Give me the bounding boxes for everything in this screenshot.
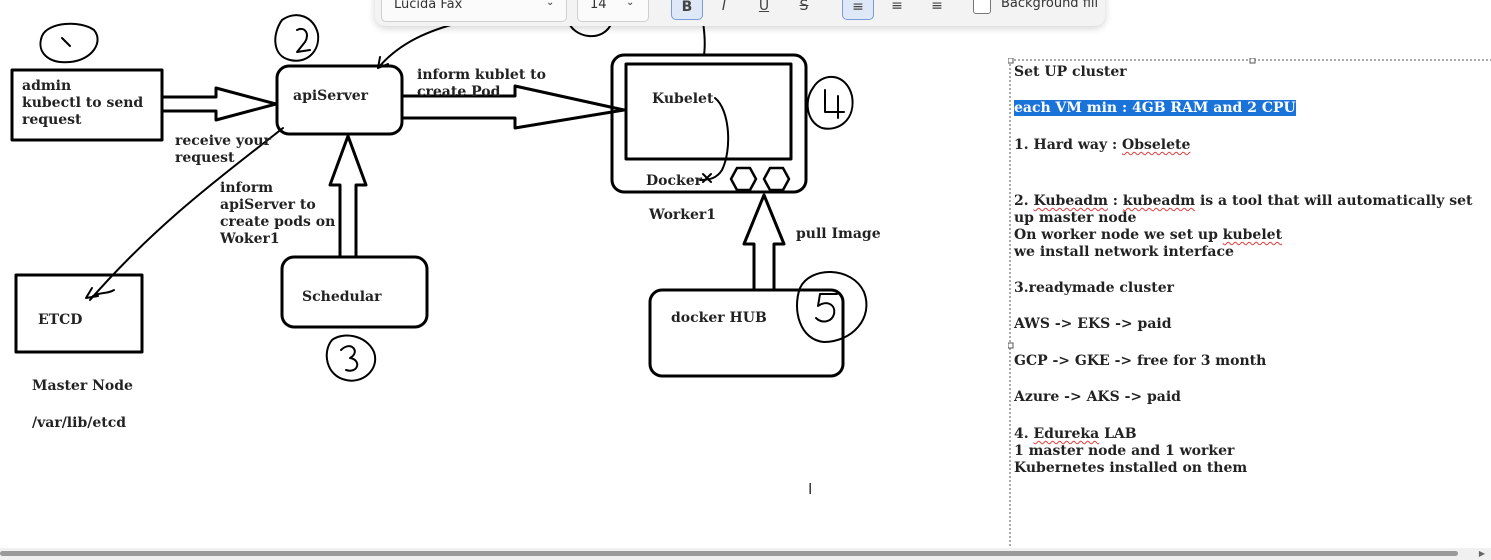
text-format-toolbar: Lucida Fax ⌄ 14 ⌄ B I U S ≡ ≡ ≡ Backgrou… bbox=[375, 0, 1105, 26]
arrow-kubelet-to-docker bbox=[699, 97, 730, 181]
kubelet-label: Kubelet bbox=[652, 91, 714, 107]
horizontal-scrollbar[interactable]: ▶ bbox=[0, 548, 1491, 560]
arrow-api-to-etcd bbox=[89, 127, 284, 301]
notes-gcp[interactable]: GCP -> GKE -> free for 3 month bbox=[1014, 353, 1267, 369]
container-hexagon-2 bbox=[762, 166, 791, 192]
font-family-select[interactable]: Lucida Fax ⌄ bbox=[381, 0, 567, 22]
arrow-scheduler-to-api bbox=[328, 134, 368, 258]
notes-text-box[interactable]: Set UP cluster each VM min : 4GB RAM and… bbox=[1008, 58, 1491, 548]
notes-readymade[interactable]: 3.readymade cluster bbox=[1014, 280, 1175, 296]
admin-label-line2: kubectl to send bbox=[22, 95, 144, 111]
inform-api-line2: apiServer to bbox=[220, 197, 316, 213]
inform-kubelet-line1: inform kublet to bbox=[417, 67, 546, 83]
text-cursor-icon: I bbox=[808, 480, 813, 498]
inform-api-line4: Woker1 bbox=[220, 231, 280, 247]
admin-box[interactable] bbox=[10, 68, 164, 142]
worker-screen bbox=[624, 62, 793, 161]
api-server-label: apiServer bbox=[293, 88, 368, 104]
receive-label-line1: receive your bbox=[175, 133, 271, 149]
strikethrough-button[interactable]: S bbox=[799, 0, 809, 14]
notes-title[interactable]: Set UP cluster bbox=[1014, 64, 1127, 80]
font-size-value: 14 bbox=[590, 0, 607, 12]
step-4-circle bbox=[806, 75, 854, 130]
font-family-value: Lucida Fax bbox=[394, 0, 463, 12]
arrow-hub-to-worker bbox=[742, 193, 786, 291]
background-fill-label: Background fill bbox=[1001, 0, 1099, 11]
inform-api-line1: inform bbox=[220, 180, 274, 196]
notes-vm-requirement[interactable]: each VM min : 4GB RAM and 2 CPU bbox=[1014, 100, 1296, 117]
admin-label-line3: request bbox=[22, 112, 82, 128]
etcd-label: ETCD bbox=[38, 312, 83, 328]
receive-label-line2: request bbox=[175, 150, 235, 166]
background-fill-checkbox[interactable] bbox=[973, 0, 991, 14]
resize-handle-left-mid bbox=[1008, 342, 1014, 349]
notes-kubeadm-line2[interactable]: up master node bbox=[1014, 210, 1137, 226]
align-left-button[interactable]: ≡ bbox=[842, 0, 874, 20]
notes-edureka[interactable]: 4. Edureka LAB bbox=[1014, 426, 1137, 442]
step-5-circle bbox=[796, 271, 868, 343]
admin-label-line1: admin bbox=[22, 78, 72, 94]
inform-api-line3: create pods on bbox=[220, 214, 336, 230]
notes-kubeadm[interactable]: 2. Kubeadm : kubeadm is a tool that will… bbox=[1014, 193, 1473, 209]
etcd-path-label: /var/lib/etcd bbox=[32, 415, 127, 431]
worker-node-box[interactable] bbox=[610, 53, 808, 194]
step-1-circle bbox=[39, 22, 99, 64]
scheduler-box[interactable] bbox=[280, 255, 429, 329]
docker-label: Docker bbox=[646, 173, 702, 189]
notes-master-worker[interactable]: 1 master node and 1 worker bbox=[1014, 443, 1235, 459]
italic-button[interactable]: I bbox=[721, 0, 727, 14]
pull-image-label: pull Image bbox=[796, 226, 881, 242]
bold-button[interactable]: B bbox=[671, 0, 703, 20]
inform-kubelet-line2: create Pod bbox=[417, 84, 501, 100]
api-server-box[interactable] bbox=[275, 64, 404, 136]
worker1-label: Worker1 bbox=[649, 207, 717, 223]
font-size-select[interactable]: 14 ⌄ bbox=[577, 0, 649, 22]
chevron-down-icon: ⌄ bbox=[626, 0, 635, 8]
align-center-button[interactable]: ≡ bbox=[891, 0, 903, 14]
master-node-label: Master Node bbox=[32, 378, 133, 394]
selected-text[interactable]: each VM min : 4GB RAM and 2 CPU bbox=[1014, 100, 1296, 116]
resize-handle-top-mid bbox=[1249, 58, 1256, 64]
resize-handle-top-left bbox=[1008, 58, 1014, 64]
arrow-top-to-api bbox=[377, 21, 463, 69]
notes-hard-way[interactable]: 1. Hard way : Obselete bbox=[1014, 137, 1191, 153]
notes-worker-node[interactable]: On worker node we set up kubelet bbox=[1014, 227, 1283, 243]
container-hexagon-1 bbox=[729, 166, 758, 192]
scrollbar-thumb[interactable] bbox=[0, 551, 1458, 556]
scroll-right-arrow-icon[interactable]: ▶ bbox=[1478, 549, 1486, 558]
step-2-circle bbox=[274, 14, 320, 62]
notes-aws[interactable]: AWS -> EKS -> paid bbox=[1014, 316, 1172, 332]
notes-network[interactable]: we install network interface bbox=[1014, 244, 1234, 260]
notes-azure[interactable]: Azure -> AKS -> paid bbox=[1014, 389, 1181, 405]
etcd-box[interactable] bbox=[14, 273, 144, 354]
chevron-down-icon: ⌄ bbox=[546, 0, 555, 8]
docker-hub-box[interactable] bbox=[648, 288, 845, 378]
scheduler-label: Schedular bbox=[302, 289, 382, 305]
align-right-button[interactable]: ≡ bbox=[931, 0, 943, 14]
step-3-circle bbox=[325, 334, 377, 382]
arrow-admin-to-api bbox=[160, 86, 278, 122]
underline-button[interactable]: U bbox=[758, 0, 770, 14]
notes-kubernetes[interactable]: Kubernetes installed on them bbox=[1014, 460, 1248, 476]
arrow-api-to-worker bbox=[400, 84, 626, 130]
docker-hub-label: docker HUB bbox=[671, 310, 767, 326]
